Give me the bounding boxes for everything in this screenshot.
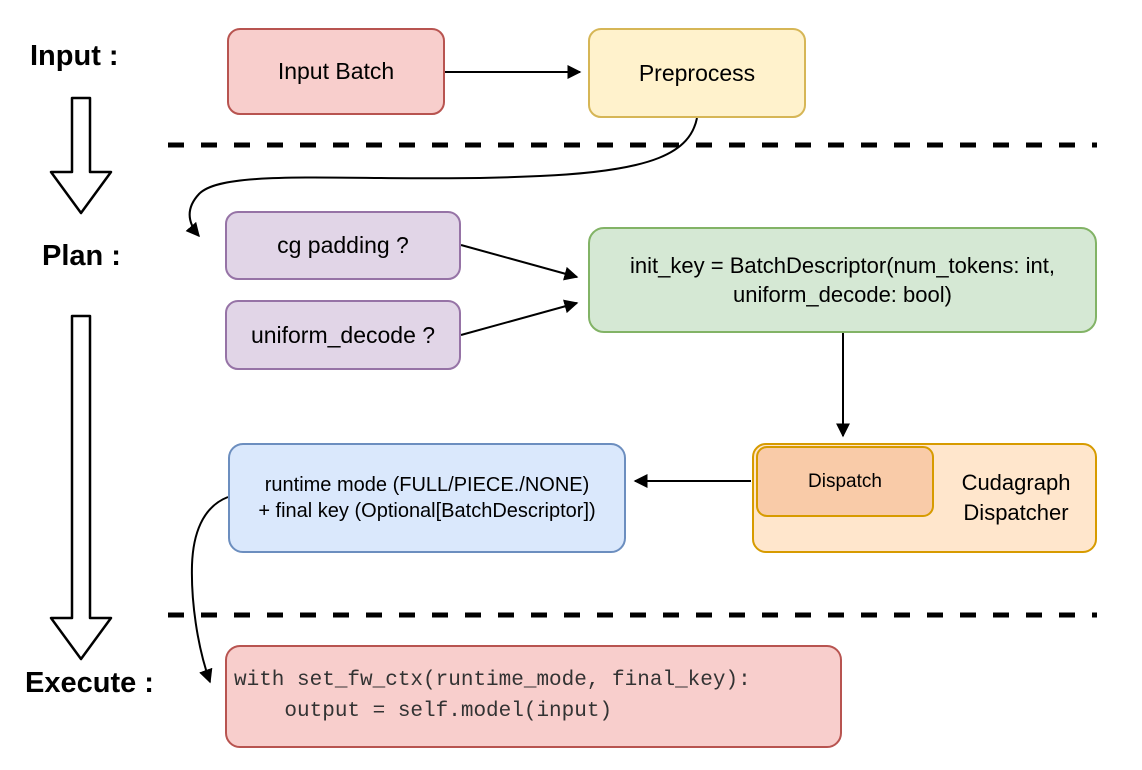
cudagraph-line2: Dispatcher xyxy=(963,500,1069,525)
uniform-decode-node: uniform_decode ? xyxy=(225,300,461,370)
phase-label-plan: Plan : xyxy=(42,240,121,272)
arrow-runtime-to-execute xyxy=(190,496,229,684)
plan-to-execute-arrow xyxy=(49,314,113,661)
runtime-mode-node: runtime mode (FULL/PIECE./NONE) + final … xyxy=(228,443,626,553)
runtime-mode-line2: + final key (Optional[BatchDescriptor]) xyxy=(258,500,596,522)
runtime-mode-line1: runtime mode (FULL/PIECE./NONE) xyxy=(264,473,590,496)
cg-padding-node: cg padding ? xyxy=(225,211,461,280)
init-key-line1: init_key = BatchDescriptor(num_tokens: i… xyxy=(630,252,1055,278)
arrow-uniformdecode-to-initkey xyxy=(460,299,579,336)
cudagraph-dispatcher-node: Dispatch Cudagraph Dispatcher xyxy=(752,443,1097,553)
init-key-node: init_key = BatchDescriptor(num_tokens: i… xyxy=(588,227,1097,333)
input-batch-node: Input Batch xyxy=(227,28,445,115)
phase-label-execute: Execute : xyxy=(25,667,154,699)
dispatch-node: Dispatch xyxy=(756,446,934,517)
phase-label-input: Input : xyxy=(30,40,119,72)
execute-code-line2: output = self.model(input) xyxy=(234,699,613,723)
cg-padding-label: cg padding ? xyxy=(277,232,409,259)
cudagraph-line1: Cudagraph xyxy=(961,470,1071,496)
init-key-line2: uniform_decode: bool) xyxy=(733,282,952,307)
input-batch-label: Input Batch xyxy=(277,58,395,85)
arrow-cgpadding-to-initkey xyxy=(460,244,579,281)
cudagraph-dispatcher-caption: Cudagraph Dispatcher xyxy=(937,445,1095,551)
execute-code-node: with set_fw_ctx(runtime_mode, final_key)… xyxy=(225,645,842,748)
input-to-plan-arrow xyxy=(49,96,113,215)
arrow-preprocess-to-cgpadding xyxy=(185,117,698,238)
preprocess-label: Preprocess xyxy=(638,59,756,86)
uniform-decode-label: uniform_decode ? xyxy=(250,321,436,348)
execute-code-line1: with set_fw_ctx(runtime_mode, final_key)… xyxy=(234,669,751,693)
preprocess-node: Preprocess xyxy=(588,28,806,118)
dispatch-label: Dispatch xyxy=(808,470,882,492)
